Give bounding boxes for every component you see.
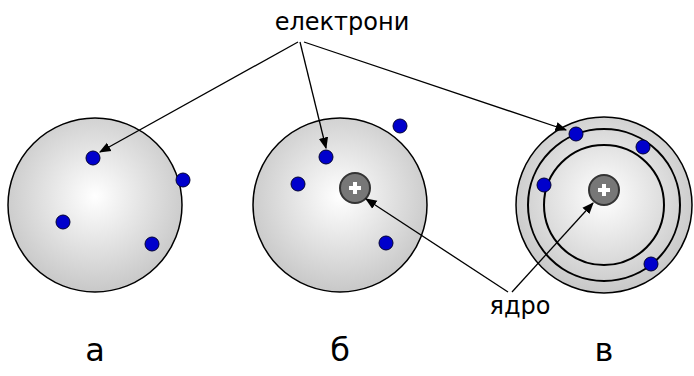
model-letter: в [595, 334, 614, 366]
atom-c [516, 117, 692, 293]
model-letter: а [85, 334, 105, 366]
atom-a [8, 118, 190, 292]
leader-lines [100, 42, 593, 292]
electrons-label: електрони [275, 10, 410, 34]
atom-b [253, 118, 427, 292]
nucleus-label: ядро [490, 294, 551, 318]
model-letter: б [330, 334, 350, 366]
